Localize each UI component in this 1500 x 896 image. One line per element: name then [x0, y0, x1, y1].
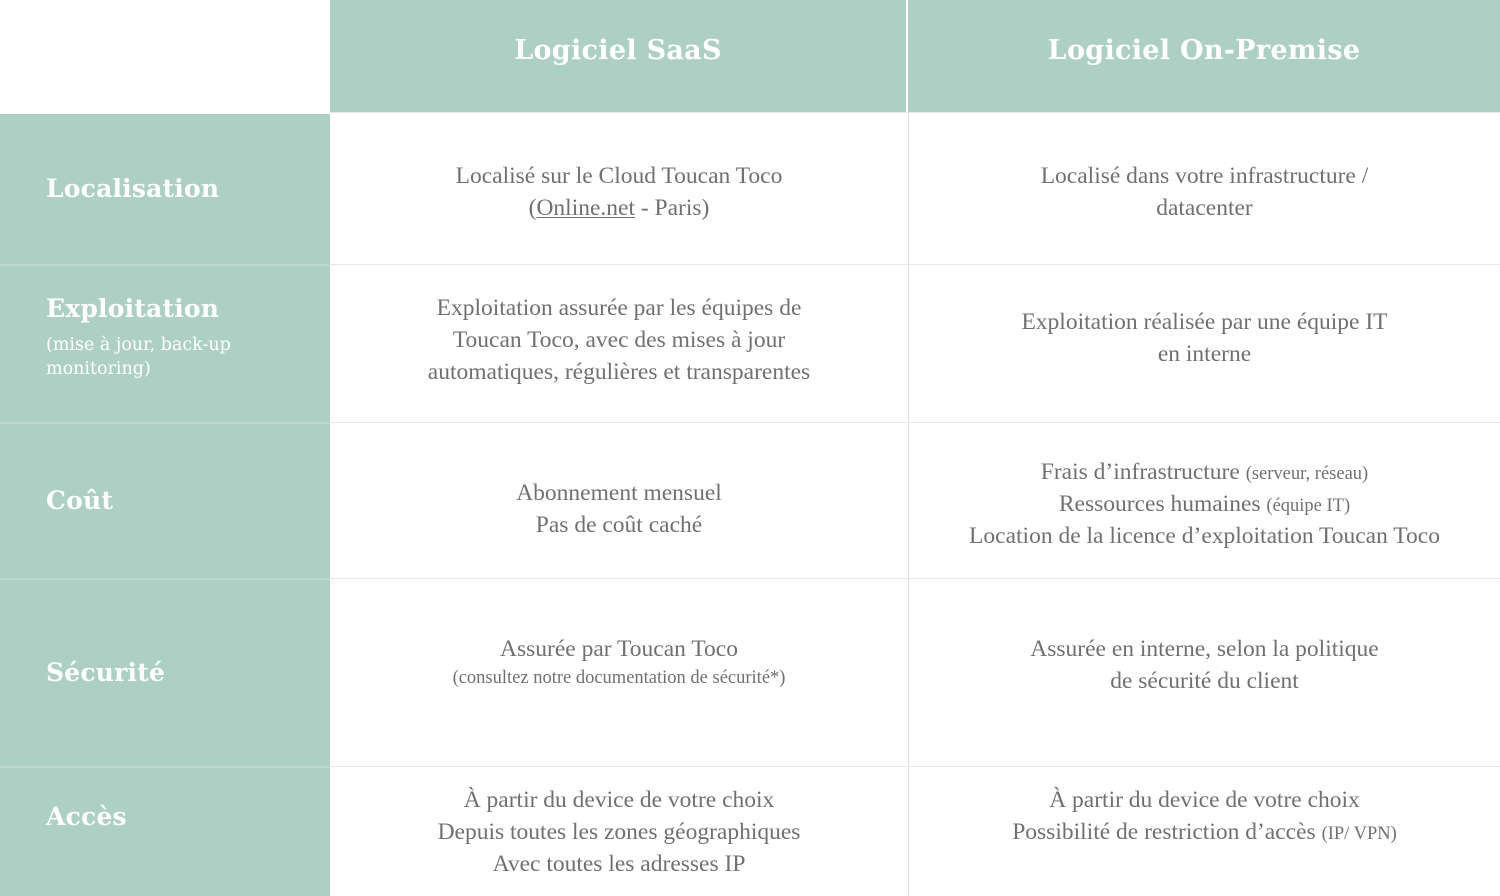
column-header-saas-label: Logiciel SaaS	[514, 34, 722, 66]
cell-text-line: Pas de coût caché	[535, 511, 703, 538]
cell-localisation-saas: Localisé sur le Cloud Toucan Toco (Onlin…	[330, 112, 908, 264]
cell-text-line: Localisé sur le Cloud Toucan Toco	[455, 163, 783, 189]
row-label-securite: Sécurité	[0, 578, 330, 766]
paren-suffix: - Paris)	[634, 194, 710, 221]
cell-text-line: Exploitation assurée par les équipes de	[436, 295, 802, 321]
row-label-title: Localisation	[46, 174, 220, 204]
row-label-exploitation: Exploitation (mise à jour, back-up monit…	[0, 264, 330, 422]
cell-acces-saas: À partir du device de votre choix Depuis…	[330, 766, 908, 896]
cell-text-line: datacenter	[1156, 194, 1253, 221]
cell-text-line: Assurée en interne, selon la politique	[1030, 636, 1379, 662]
cell-exploitation-saas: Exploitation assurée par les équipes de …	[330, 264, 908, 422]
cell-text-line: Depuis toutes les zones géographiques	[437, 818, 801, 845]
cell-text-main: Frais d’infrastructure	[1040, 459, 1246, 485]
paren-open: (	[528, 194, 537, 221]
cell-text-line: Localisé dans votre infrastructure /	[1040, 163, 1369, 189]
row-label-cout: Coût	[0, 422, 330, 578]
row-label-acces: Accès	[0, 766, 330, 896]
row-label-title: Exploitation	[46, 294, 220, 323]
cell-text-line: Abonnement mensuel	[516, 480, 722, 506]
cell-text-note: (IP/ VPN)	[1321, 823, 1397, 844]
row-label-title: Sécurité	[46, 658, 166, 688]
cell-text-line: Frais d’infrastructure (serveur, réseau)	[931, 457, 1478, 489]
cell-text-line: Avec toutes les adresses IP	[492, 850, 746, 877]
cell-text-note: (consultez notre documentation de sécuri…	[452, 667, 786, 688]
cell-acces-onpremise: À partir du device de votre choix Possib…	[908, 766, 1500, 896]
cell-text-note: (serveur, réseau)	[1245, 464, 1369, 484]
row-label-sublabel: (mise à jour, back-up monitoring)	[46, 334, 231, 380]
cell-securite-onpremise: Assurée en interne, selon la politique d…	[908, 578, 1500, 766]
cell-exploitation-onpremise: Exploitation réalisée par une équipe IT …	[908, 264, 1500, 422]
table-corner-blank	[0, 0, 330, 112]
cell-text-line: Ressources humaines (équipe IT)	[931, 489, 1478, 521]
cell-text-line: Exploitation réalisée par une équipe IT	[1021, 309, 1388, 335]
cell-text-line: Location de la licence d’exploitation To…	[969, 522, 1440, 549]
cell-text-line: en interne	[1157, 340, 1252, 367]
cell-text-main: Ressources humaines	[1058, 490, 1267, 517]
cell-text-line: Toucan Toco, avec des mises à jour	[452, 326, 786, 353]
column-header-saas: Logiciel SaaS	[330, 0, 908, 112]
row-label-localisation: Localisation	[0, 112, 330, 264]
cell-text-main: Possibilité de restriction d’accès	[1012, 818, 1322, 845]
cell-securite-saas: Assurée par Toucan Toco (consultez notre…	[330, 578, 908, 766]
column-header-onpremise-label: Logiciel On-Premise	[1047, 34, 1361, 66]
cell-cout-onpremise: Frais d’infrastructure (serveur, réseau)…	[908, 422, 1500, 578]
column-header-onpremise: Logiciel On-Premise	[908, 0, 1500, 112]
cell-text-line-link: (Online.net - Paris)	[352, 193, 886, 225]
cell-text-line: automatiques, régulières et transparente…	[427, 358, 811, 385]
row-label-title: Accès	[46, 802, 127, 831]
cell-localisation-onpremise: Localisé dans votre infrastructure / dat…	[908, 112, 1500, 264]
online-net-link[interactable]: Online.net	[536, 194, 635, 221]
cell-text-line: Possibilité de restriction d’accès (IP/ …	[931, 817, 1478, 849]
cell-cout-saas: Abonnement mensuel Pas de coût caché	[330, 422, 908, 578]
cell-text-line: Assurée par Toucan Toco	[500, 636, 738, 662]
cell-text-line: À partir du device de votre choix	[463, 787, 775, 813]
cell-text-note: (équipe IT)	[1266, 495, 1351, 516]
row-label-title: Coût	[46, 486, 114, 516]
cell-text-line: de sécurité du client	[1110, 667, 1299, 694]
cell-text-line: À partir du device de votre choix	[1049, 787, 1360, 813]
